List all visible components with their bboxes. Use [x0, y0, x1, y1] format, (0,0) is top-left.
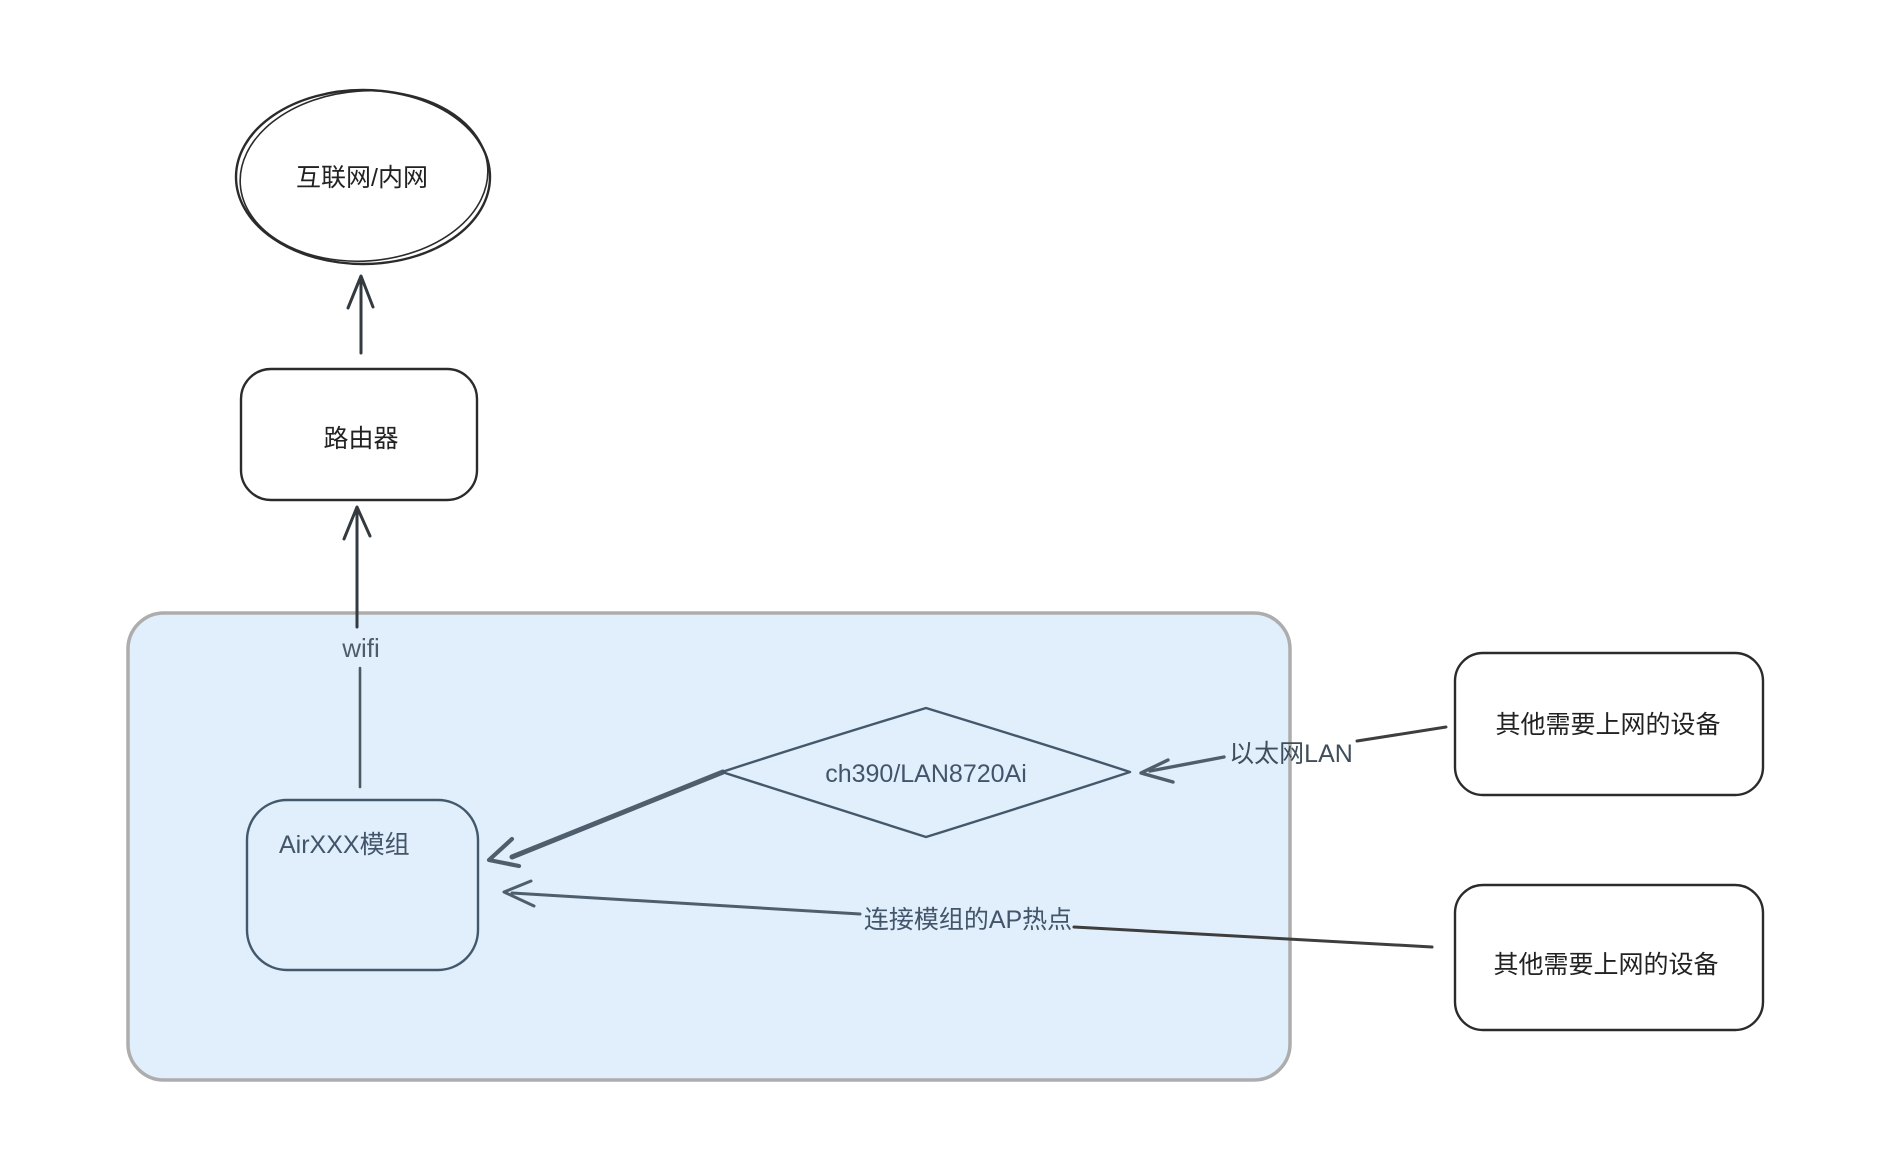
edge-line-right: [1355, 725, 1448, 743]
module-node: AirXXX模组: [245, 798, 480, 972]
ethernet-chip-label: ch390/LAN8720Ai: [825, 760, 1027, 788]
internet-ellipse-sketch-stroke: [239, 89, 489, 263]
lan-device-label: 其他需要上网的设备: [1495, 711, 1720, 739]
arrowhead-left-icon: [502, 879, 536, 908]
internet-ellipse: [234, 88, 492, 266]
edge-line: [509, 769, 726, 860]
edge-ap-device-to-module: 连接模组的AP热点: [502, 879, 1434, 949]
edge-line-right: [1072, 925, 1434, 949]
lan-device-node: 其他需要上网的设备: [1453, 651, 1765, 797]
lan-device-rect: [1453, 651, 1765, 797]
ethernet-chip-diamond: [720, 706, 1132, 839]
module-rect: [245, 798, 480, 972]
router-label: 路由器: [323, 425, 398, 453]
ap-device-node: 其他需要上网的设备: [1453, 883, 1765, 1032]
edge-chip-to-module: [486, 769, 726, 869]
ap-hotspot-edge-label: 连接模组的AP热点: [864, 906, 1072, 934]
router-node: 路由器: [239, 367, 479, 502]
arrowhead-up-icon: [342, 505, 372, 541]
wifi-edge-label: wifi: [341, 633, 380, 663]
edge-line-left: [510, 891, 862, 916]
arrowhead-left-icon: [486, 836, 522, 869]
ap-device-rect: [1453, 883, 1765, 1032]
ethernet-edge-label: 以太网LAN: [1229, 740, 1353, 768]
edge-lan-device-to-chip: 以太网LAN: [1139, 725, 1448, 784]
arrowhead-left-icon: [1139, 758, 1175, 784]
ethernet-chip-node: ch390/LAN8720Ai: [720, 706, 1132, 839]
internet-node: 互联网/内网: [234, 88, 492, 266]
edge-module-to-router-wifi: wifi: [341, 505, 380, 789]
module-label: AirXXX模组: [279, 831, 410, 859]
edge-router-to-internet: [346, 274, 375, 355]
router-rect: [239, 367, 479, 502]
edge-line-left: [1148, 755, 1226, 773]
internet-label: 互联网/内网: [296, 164, 428, 192]
ap-device-label: 其他需要上网的设备: [1493, 951, 1718, 979]
arrowhead-up-icon: [346, 274, 375, 310]
